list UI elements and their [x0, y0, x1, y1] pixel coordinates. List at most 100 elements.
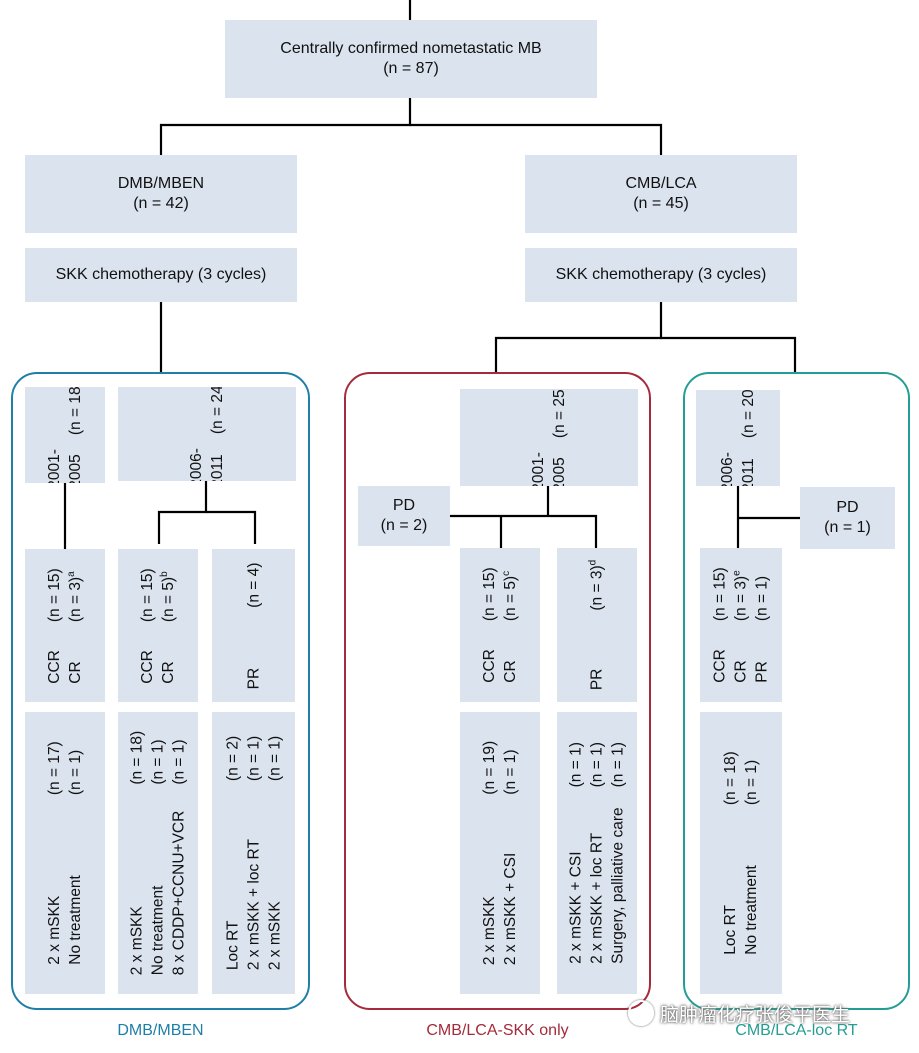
footnote-mark: a: [65, 570, 77, 577]
response-label: CCR: [139, 649, 156, 684]
treatment-count: (n = 1): [266, 735, 283, 782]
response-box: CCR (n = 15) CR (n = 3)a: [25, 549, 105, 702]
pd-label: PD: [392, 497, 416, 514]
response-box: CCR(n = 15) CR(n = 5)c: [460, 548, 540, 702]
node-cmb-lca: CMB/LCA (n = 45): [525, 155, 797, 233]
node-dmb-mben: DMB/MBEN (n = 42): [25, 155, 297, 233]
treatment-count: (n = 1): [67, 749, 84, 796]
treatment-count: (n = 1): [502, 749, 519, 795]
period-count: (n = 20): [740, 390, 757, 439]
treatment-box: Loc RT(n = 2) 2 x mSKK + loc RT(n = 1) 2…: [212, 712, 295, 994]
watermark: 脑肿瘤化疗张俊平医生: [628, 997, 913, 1029]
treatment-count: (n = 1): [588, 742, 606, 788]
chemo-label: SKK chemotherapy (3 cycles): [555, 266, 767, 283]
treatment-count: (n = 2): [224, 735, 241, 782]
response-count: (n = 4): [245, 562, 262, 608]
pd-node: PD (n = 2): [358, 486, 450, 546]
period-line2: 2005: [551, 456, 568, 486]
top-node: Centrally confirmed nometastatic MB (n =…: [225, 20, 597, 98]
response-label: PR: [588, 668, 606, 691]
treatment-box: 2 x mSKK (n = 18) No treatment (n = 1) 8 x…: [118, 712, 198, 994]
treatment-label: 2 x mSKK + CSI: [567, 851, 585, 964]
treatment-label: No treatment: [149, 885, 167, 976]
panel-cmb-lca-loc-rt: [683, 372, 910, 1010]
treatment-label: 2 x mSKK: [481, 896, 498, 966]
watermark-text: 脑肿瘤化疗张俊平医生: [660, 1004, 851, 1026]
response-label: CR: [67, 660, 84, 684]
treatment-label: 8 x CDDP+CCNU+VCR: [170, 810, 188, 976]
treatment-label: 2 x mSKK: [266, 901, 283, 971]
panel-caption-dmb-mben: DMB/MBEN: [117, 1022, 204, 1039]
response-count: (n = 5): [502, 575, 519, 622]
response-count: (n = 1): [753, 575, 771, 622]
response-label: CCR: [481, 649, 498, 683]
treatment-label: 2 x mSKK + loc RT: [245, 839, 262, 971]
node-count: (n = 42): [133, 195, 189, 212]
period-2001-2005: 2001- 2005 (n = 25): [460, 389, 638, 486]
treatment-box: Loc RT (n = 18) No treatment (n = 1): [700, 712, 782, 994]
response-label: CR: [732, 660, 750, 683]
period-2006-2011: 2006- 2011(n = 20): [696, 390, 780, 486]
treatment-box: 2 x mSKK + CSI(n = 1) 2 x mSKK + loc RT(…: [557, 712, 637, 994]
chemo-node-right: SKK chemotherapy (3 cycles): [525, 248, 797, 302]
top-title: Centrally confirmed nometastatic MB: [280, 40, 542, 57]
panel-caption-skk-only: CMB/LCA-SKK only: [426, 1022, 569, 1039]
footnote-mark: d: [587, 559, 599, 566]
response-box: CCR (n = 15) CR (n = 5)b: [118, 549, 198, 702]
response-count: (n = 15): [481, 567, 498, 622]
treatment-count: (n = 1): [170, 739, 188, 785]
treatment-count: (n = 1): [743, 759, 760, 806]
response-count: (n = 5): [160, 576, 177, 622]
treatment-count: (n = 1): [609, 742, 627, 788]
treatment-label: No treatment: [743, 865, 760, 955]
footnote-mark: b: [158, 570, 170, 577]
response-box: PR (n = 4): [212, 549, 295, 702]
treatment-label: Surgery, palliative care: [609, 807, 627, 964]
node-count: (n = 45): [633, 195, 689, 212]
treatment-count: (n = 19): [481, 740, 498, 795]
treatment-box: 2 x mSKK(n = 17) No treatment(n = 1): [25, 712, 105, 994]
response-count: (n = 15): [711, 567, 729, 622]
treatment-label: 2 x mSKK: [128, 906, 146, 976]
response-label: CCR: [46, 649, 63, 684]
response-label: CR: [502, 660, 519, 683]
response-count: (n = 15): [46, 567, 63, 622]
pd-node: PD (n = 1): [800, 487, 895, 549]
period-line2: 2011: [209, 454, 226, 481]
treatment-count: (n = 18): [128, 730, 146, 785]
response-count: (n = 3): [732, 575, 750, 622]
response-label: PR: [245, 667, 262, 689]
period-line1: 2006-: [719, 452, 736, 486]
period-2006-2011: 2006- 2011 (n = 24): [118, 387, 296, 481]
treatment-count: (n = 1): [149, 739, 167, 785]
response-count: (n = 3): [67, 576, 84, 622]
wechat-channel-icon: [628, 1000, 654, 1026]
pd-count: (n = 2): [380, 517, 428, 534]
treatment-count: (n = 1): [567, 742, 585, 788]
response-box: CCR(n = 15) CR(n = 3)e PR(n = 1): [700, 548, 782, 702]
chemo-node-left: SKK chemotherapy (3 cycles): [25, 248, 297, 302]
response-label: PR: [753, 661, 771, 683]
period-line1: 2006-: [188, 448, 205, 481]
treatment-count: (n = 18): [722, 751, 739, 806]
treatment-label: 2 x mSKK + CSI: [502, 852, 519, 966]
pd-count: (n = 1): [824, 519, 871, 536]
period-line2: 2005: [67, 454, 84, 483]
period-count: (n = 25): [551, 389, 568, 438]
treatment-label: Loc RT: [722, 905, 739, 955]
node-title: CMB/LCA: [625, 175, 697, 192]
period-line1: 2001-: [530, 451, 547, 486]
period-count: (n = 18): [67, 387, 84, 436]
top-count: (n = 87): [383, 60, 439, 77]
treatment-count: (n = 17): [46, 741, 63, 796]
response-box: PR (n = 3)d: [557, 548, 637, 702]
pd-label: PD: [836, 499, 859, 516]
panel-dmb-mben: [11, 372, 310, 1010]
period-count: (n = 24): [209, 387, 226, 435]
response-count: (n = 15): [139, 567, 156, 622]
panel-cmb-lca-skk-only: [344, 372, 651, 1010]
treatment-label: 2 x mSKK: [46, 895, 63, 965]
response-count: (n = 3): [588, 565, 606, 611]
response-label: CR: [160, 660, 177, 684]
